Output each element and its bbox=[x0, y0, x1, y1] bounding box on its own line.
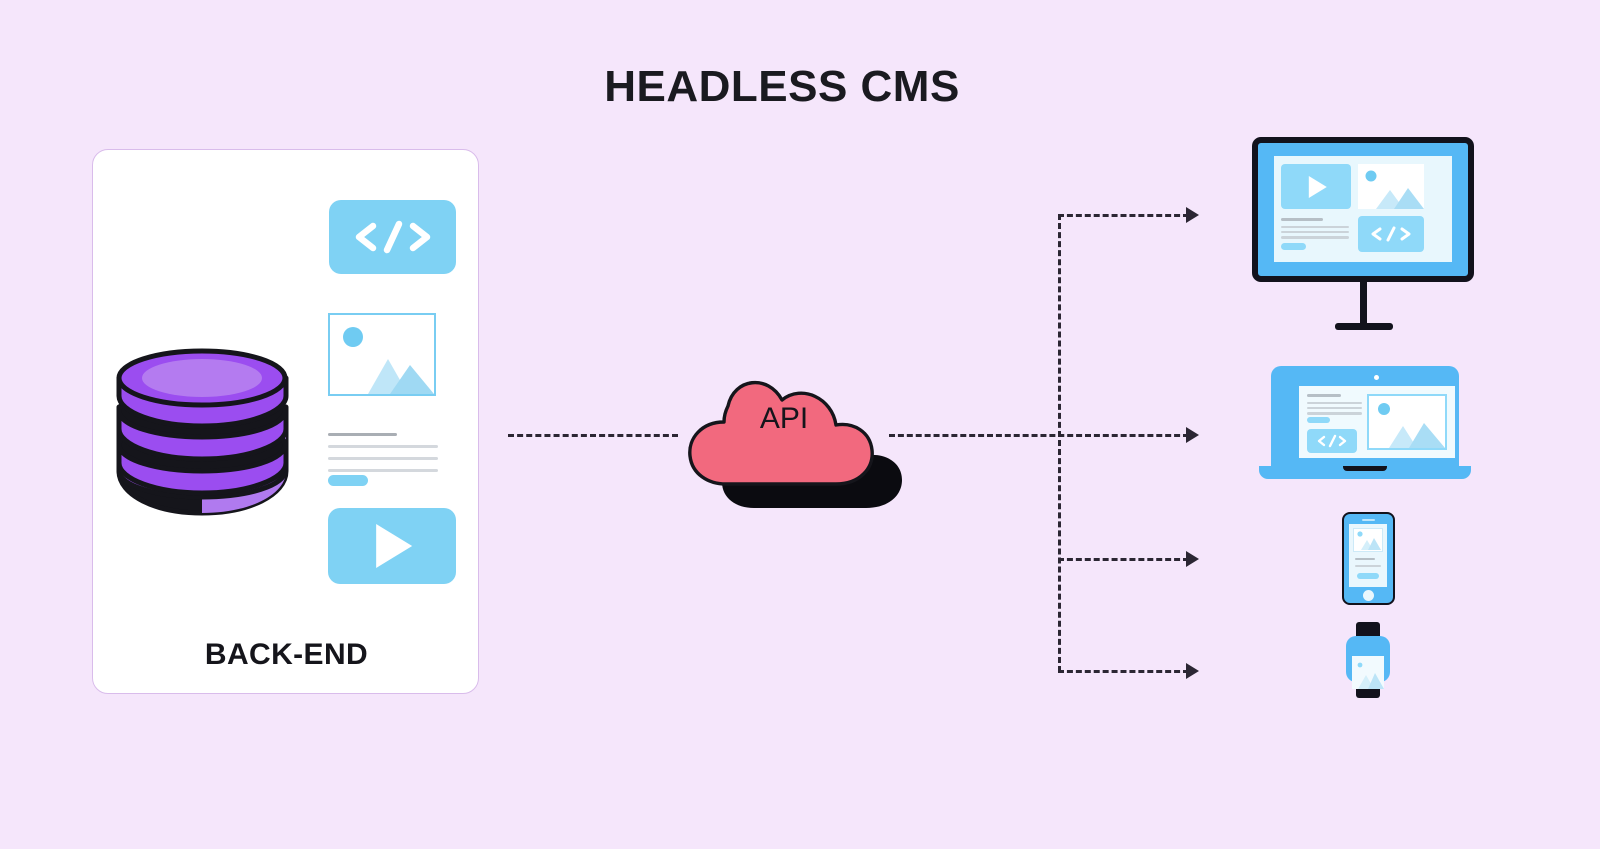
text-line bbox=[1281, 218, 1324, 221]
text-line bbox=[1281, 230, 1349, 234]
branch-desktop bbox=[1058, 214, 1189, 217]
text-line bbox=[1355, 565, 1381, 567]
phone-home-button bbox=[1363, 590, 1374, 601]
laptop-base bbox=[1259, 466, 1471, 479]
text-line bbox=[1281, 236, 1349, 239]
arrowhead-watch bbox=[1186, 663, 1199, 679]
arrowhead-desktop bbox=[1186, 207, 1199, 223]
branch-watch bbox=[1058, 670, 1189, 673]
video-play-icon bbox=[1281, 164, 1351, 209]
text-line bbox=[1281, 225, 1349, 228]
arrowhead-laptop bbox=[1186, 427, 1199, 443]
connector-trunk bbox=[1058, 214, 1061, 672]
smartwatch bbox=[1346, 622, 1390, 698]
monitor-bezel bbox=[1252, 137, 1474, 282]
laptop-screen bbox=[1299, 386, 1455, 458]
database-cylinder-icon bbox=[115, 345, 290, 517]
api-cloud: API bbox=[672, 348, 902, 508]
laptop-lid bbox=[1271, 366, 1459, 466]
backend-card: BACK-END bbox=[92, 149, 479, 694]
text-lines bbox=[328, 433, 438, 481]
phone-speaker bbox=[1362, 519, 1375, 522]
code-icon bbox=[329, 200, 456, 274]
text-line bbox=[1307, 394, 1342, 397]
play-triangle bbox=[1308, 175, 1327, 198]
text-line bbox=[328, 469, 438, 473]
arrowhead-phone bbox=[1186, 551, 1199, 567]
text-line bbox=[328, 445, 438, 449]
text-line bbox=[1307, 406, 1362, 410]
text-line bbox=[1355, 558, 1375, 560]
monitor-stand-base bbox=[1335, 323, 1393, 330]
video-play-icon bbox=[328, 508, 456, 584]
smartphone bbox=[1342, 512, 1395, 605]
laptop bbox=[1259, 366, 1471, 488]
text-lines bbox=[1355, 558, 1381, 570]
code-icon bbox=[1358, 216, 1424, 252]
laptop-trackpad-notch bbox=[1343, 466, 1387, 471]
watch-screen bbox=[1352, 656, 1384, 689]
branch-phone bbox=[1058, 558, 1189, 561]
arrow-api-to-devices bbox=[889, 434, 1189, 437]
monitor-screen bbox=[1274, 156, 1452, 262]
monitor-stand-neck bbox=[1360, 282, 1367, 327]
text-line bbox=[1307, 401, 1362, 404]
text-line bbox=[328, 457, 438, 461]
webcam-icon bbox=[1374, 375, 1379, 380]
image-placeholder-icon bbox=[1353, 528, 1383, 552]
api-label: API bbox=[759, 402, 809, 435]
image-placeholder-icon bbox=[1357, 662, 1384, 689]
pill-button bbox=[328, 475, 368, 486]
image-placeholder-icon bbox=[328, 313, 436, 396]
pill-button bbox=[1307, 417, 1330, 423]
text-lines bbox=[1281, 218, 1349, 242]
code-icon bbox=[1307, 429, 1357, 453]
image-placeholder-icon bbox=[1358, 164, 1424, 209]
watch-case bbox=[1346, 636, 1390, 689]
desktop-monitor bbox=[1252, 137, 1474, 330]
pill-button bbox=[1281, 243, 1306, 250]
phone-screen bbox=[1349, 524, 1387, 587]
text-lines bbox=[1307, 394, 1362, 418]
page-title: HEADLESS CMS bbox=[604, 62, 960, 111]
image-placeholder-icon bbox=[1367, 394, 1447, 450]
arrow-backend-to-api bbox=[508, 434, 678, 437]
backend-label: BACK-END bbox=[204, 638, 369, 671]
phone-body bbox=[1342, 512, 1395, 605]
text-line bbox=[1307, 412, 1362, 415]
play-triangle bbox=[376, 524, 413, 568]
pill-button bbox=[1357, 573, 1379, 579]
text-line bbox=[328, 433, 398, 437]
